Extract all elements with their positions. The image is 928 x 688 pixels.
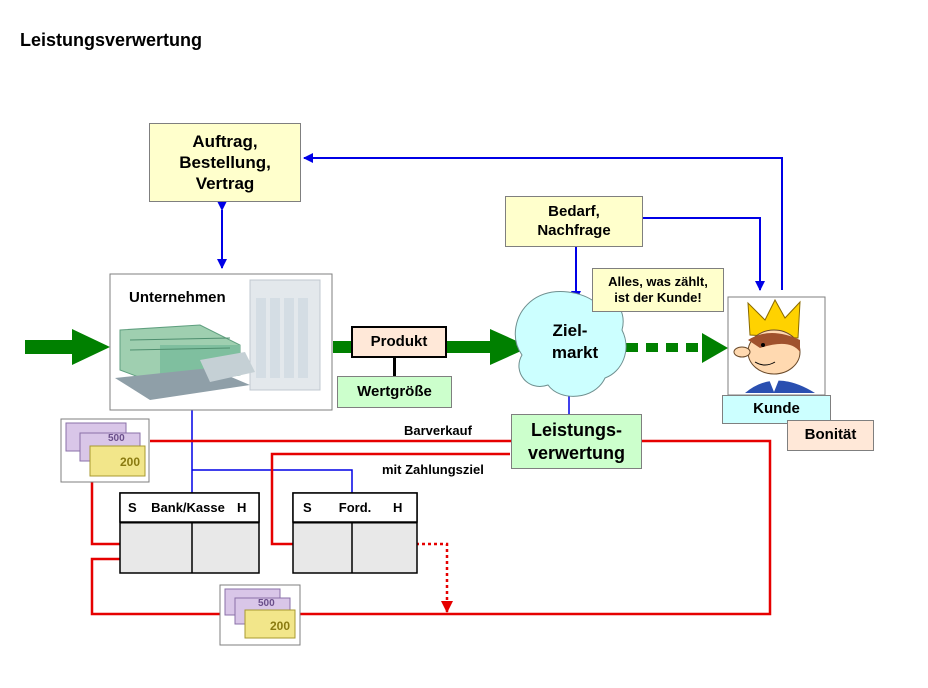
king-customer-icon — [733, 298, 815, 393]
info-flow — [217, 153, 783, 301]
euro-banknotes-icon: 500 200 — [60, 418, 150, 483]
kunde-box: Kunde — [722, 395, 831, 424]
bedarf-box: Bedarf, Nachfrage — [505, 196, 643, 247]
svg-text:500: 500 — [108, 433, 125, 444]
factory-icon — [115, 279, 321, 400]
page-title: Leistungsverwertung — [20, 30, 203, 50]
bank-soll: S — [128, 500, 137, 515]
ford-name: Ford. — [339, 500, 372, 515]
leistungsverwertung-line-1: Leistungs- — [530, 420, 622, 440]
auftrag-line-1: Auftrag, — [192, 131, 258, 151]
svg-text:200: 200 — [270, 619, 290, 633]
bank-name: Bank/Kasse — [151, 500, 225, 515]
produkt-label: Produkt — [370, 332, 428, 350]
bedarf-line-1: Bedarf, — [548, 202, 600, 220]
leistungsverwertung-box: Leistungs- verwertung — [511, 414, 642, 469]
kunde-label: Kunde — [753, 400, 800, 418]
auftrag-box: Auftrag, Bestellung, Vertrag — [149, 123, 301, 202]
zahlungsziel-label: mit Zahlungsziel — [382, 462, 484, 477]
zielmarkt-label-2: markt — [552, 343, 599, 362]
ford-haben: H — [393, 500, 402, 515]
produkt-box: Produkt — [351, 326, 447, 358]
barverkauf-label: Barverkauf — [404, 423, 473, 438]
auftrag-line-3: Vertrag — [195, 174, 255, 194]
wertgroesse-label: Wertgröße — [357, 382, 432, 400]
callout-box: Alles, was zählt, ist der Kunde! — [592, 268, 724, 312]
forderungen-account: S Ford. H — [292, 492, 418, 574]
wertgroesse-box: Wertgröße — [337, 376, 452, 408]
payment-due-dotted-arrow — [344, 542, 453, 613]
bonitaet-label: Bonität — [804, 426, 857, 444]
unternehmen-label: Unternehmen — [129, 289, 226, 306]
bedarf-line-2: Nachfrage — [537, 221, 611, 239]
callout-line-2: ist der Kunde! — [614, 290, 702, 305]
goods-flow — [25, 329, 728, 365]
bank-haben: H — [237, 500, 246, 515]
callout-line-1: Alles, was zählt, — [608, 273, 708, 289]
svg-text:200: 200 — [120, 455, 140, 469]
produkt-connector — [393, 358, 396, 378]
bonitaet-box: Bonität — [787, 420, 874, 451]
auftrag-line-2: Bestellung, — [179, 152, 271, 172]
bank-kasse-account: S Bank/Kasse H — [119, 492, 260, 574]
euro-banknotes-icon: 500 200 — [219, 584, 301, 646]
svg-text:500: 500 — [258, 598, 275, 609]
leistungsverwertung-line-2: verwertung — [527, 442, 626, 463]
zielmarkt-label-1: Ziel- — [553, 321, 588, 340]
ford-soll: S — [303, 500, 312, 515]
